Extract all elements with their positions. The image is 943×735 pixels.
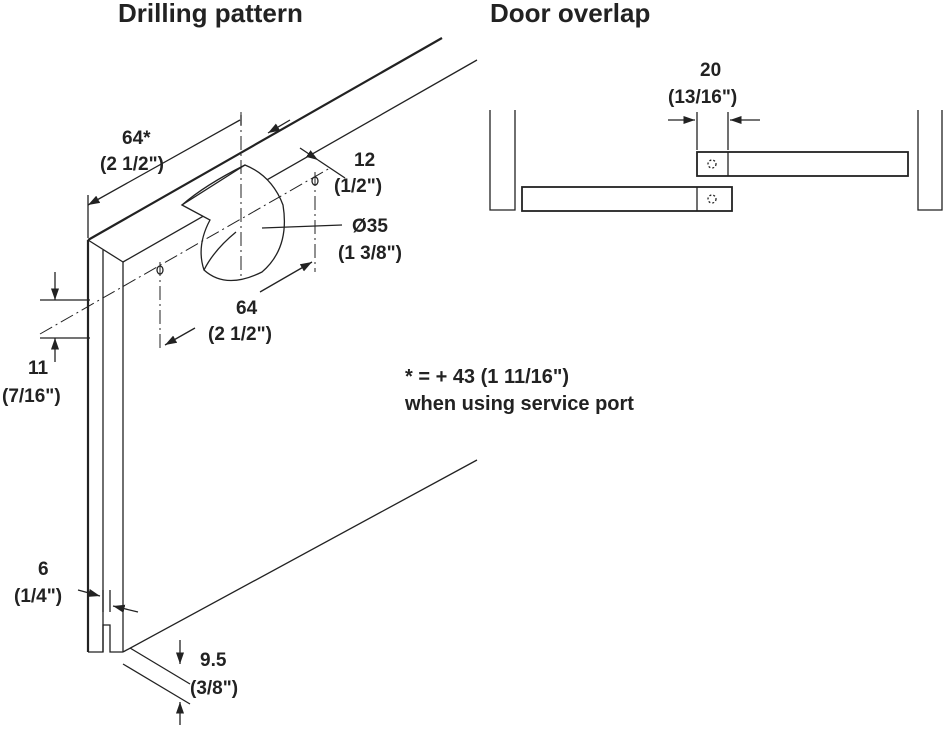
dim-35: Ø35 (1 3/8")	[261, 216, 402, 264]
dim-64-inch: (2 1/2")	[208, 324, 272, 345]
dim-12-label: 12	[354, 150, 375, 171]
center-lines	[39, 112, 331, 350]
dim-64-top: 64* (2 1/2")	[87, 115, 291, 238]
dim-11-inch: (7/16")	[2, 386, 61, 407]
dim-12: 12 (1/2")	[299, 147, 382, 197]
drilling-pattern-title: Drilling pattern	[118, 0, 303, 28]
dim-6: 6 (1/4")	[14, 559, 139, 613]
dim-64-label: 64	[236, 298, 258, 319]
service-port-note-line2: when using service port	[404, 393, 634, 415]
dim-9-5-inch: (3/8")	[190, 678, 238, 699]
dim-20-label: 20	[700, 60, 721, 81]
dim-64-top-inch: (2 1/2")	[100, 154, 164, 175]
cup-hole	[180, 164, 286, 282]
dim-64: 64 (2 1/2")	[164, 261, 313, 346]
dim-6-inch: (1/4")	[14, 586, 62, 607]
door-overlap-diagram: 20 (13/16")	[489, 60, 943, 212]
dim-11: 11 (7/16")	[2, 272, 90, 407]
dim-9-5-label: 9.5	[200, 650, 227, 671]
door-overlap-title: Door overlap	[490, 0, 650, 28]
door-panel	[86, 37, 478, 653]
door-right	[696, 151, 909, 177]
dim-11-label: 11	[28, 358, 49, 379]
dim-6-label: 6	[38, 559, 49, 580]
dim-12-inch: (1/2")	[334, 176, 382, 197]
dim-64-top-label: 64*	[122, 128, 151, 149]
service-port-note-line1: * = + 43 (1 11/16")	[405, 366, 569, 388]
dim-35-label: Ø35	[352, 216, 388, 237]
dim-20-inch: (13/16")	[668, 87, 737, 108]
dim-9-5: 9.5 (3/8")	[122, 640, 238, 725]
door-left	[521, 186, 733, 212]
dim-35-inch: (1 3/8")	[338, 243, 402, 264]
